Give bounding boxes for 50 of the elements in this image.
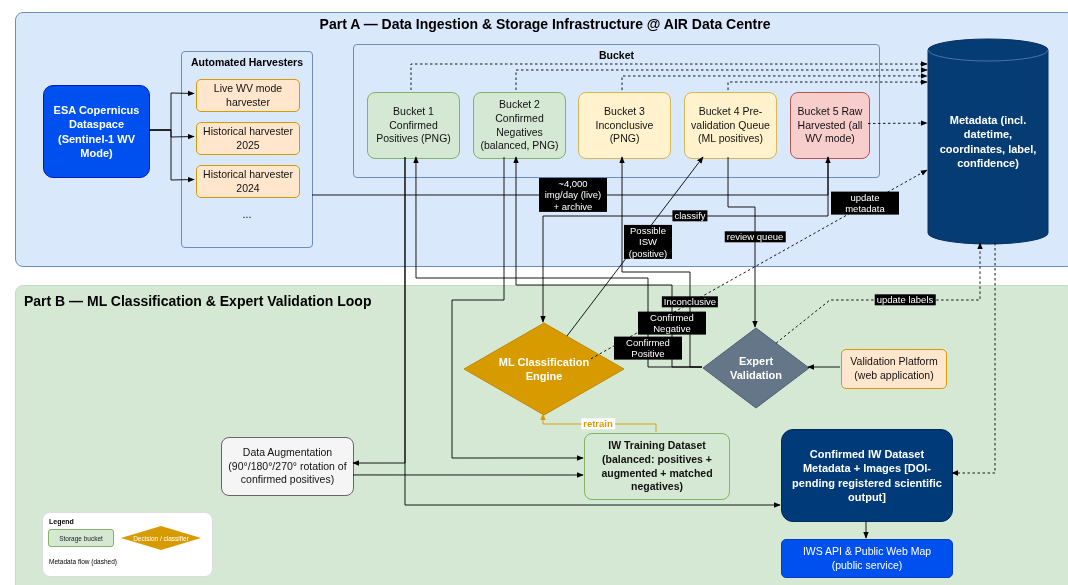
process-box	[196, 122, 300, 155]
storage-bucket-box	[367, 92, 460, 159]
edge-label: Confirmed Positive	[614, 336, 682, 360]
section-panel	[15, 285, 1068, 585]
node-label: ESA Copernicus Dataspace (Sentinel-1 WV Mode)	[52, 102, 141, 161]
dataset-box	[584, 433, 730, 500]
node-label: Expert Validation	[729, 353, 783, 383]
node-label: IWS API & Public Web Map (public service)	[801, 544, 933, 573]
group-panel	[181, 51, 313, 248]
storage-bucket-box	[790, 92, 870, 159]
edge-label: Inconclusive	[661, 296, 719, 308]
storage-bucket-box	[684, 92, 777, 159]
node-label: Live WV mode harvester	[212, 81, 284, 110]
ellipsis-text: ...	[242, 208, 252, 220]
edge-label: review queue	[724, 231, 786, 243]
node-label: Bucket 2 Confirmed Negatives (balanced, PNG)	[479, 98, 560, 153]
process-box	[841, 349, 947, 389]
edge-label: Possible ISW (positive)	[624, 224, 672, 260]
service-box	[781, 539, 953, 578]
node-label: Data Augmentation (90°/180°/270° rotation of confirmed positives)	[227, 446, 348, 487]
section-title: Part B — ML Classification & Expert Validation Loop	[24, 293, 372, 309]
source-box	[43, 85, 150, 178]
edge-label: update metadata	[831, 191, 899, 215]
edge-label: update labels	[874, 294, 936, 306]
dataset-box	[781, 429, 953, 522]
group-panel	[353, 44, 880, 178]
node-label: Confirmed IW Dataset Metadata + Images [DOI-pending registered scientific output]	[791, 446, 943, 505]
node-label: IW Training Dataset (balanced: positives + augmented + matched negatives)	[600, 439, 714, 494]
section-title: Bucket	[599, 49, 634, 61]
process-box	[196, 165, 300, 198]
edge-label: Confirmed Negative	[638, 311, 706, 335]
node-label: Bucket 1 Confirmed Positives (PNG)	[375, 105, 452, 146]
edge-label: ~4,000 img/day (live) + archive	[539, 177, 607, 213]
node-label: ML Classification Engine	[497, 354, 591, 384]
node-label: Metadata (incl. datetime, coordinates, label, confidence)	[938, 112, 1038, 171]
edge-label: retrain	[581, 418, 615, 430]
node-label: Validation Platform (web application)	[849, 355, 939, 383]
node-label: Historical harvester 2025	[202, 124, 294, 153]
section-title: Part A — Data Ingestion & Storage Infrastructure @ AIR Data Centre	[319, 16, 771, 32]
node-label: Bucket 4 Pre-validation Queue (ML positives)	[690, 105, 771, 146]
storage-bucket-box	[578, 92, 671, 159]
process-box	[221, 437, 354, 496]
section-title: Automated Harvesters	[191, 56, 303, 68]
section-panel	[15, 12, 1068, 267]
node-label: Bucket 3 Inconclusive (PNG)	[594, 105, 655, 146]
node-label: Historical harvester 2024	[202, 167, 294, 196]
node-label: Bucket 5 Raw Harvested (all WV mode)	[796, 105, 864, 146]
process-box	[196, 79, 300, 112]
storage-bucket-box	[473, 92, 566, 159]
edge-label: classify	[672, 210, 708, 222]
